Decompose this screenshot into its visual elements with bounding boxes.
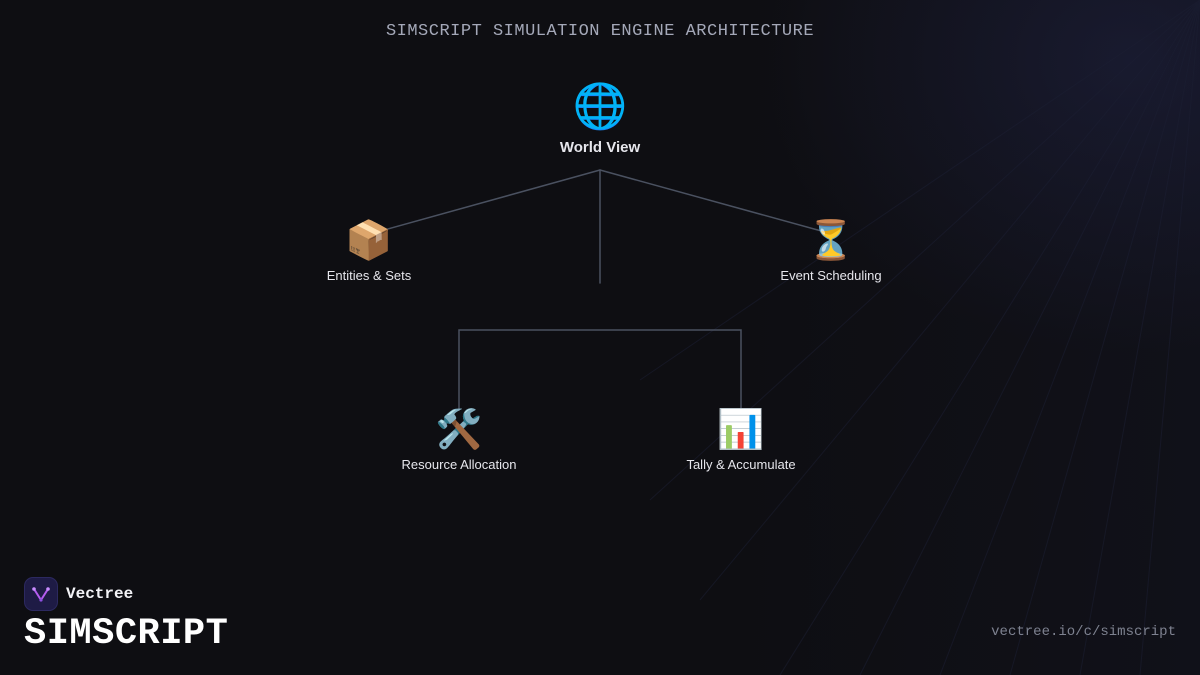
node-label-resource-allocation: Resource Allocation — [401, 457, 517, 472]
node-label-world-view: World View — [559, 139, 641, 156]
node-tally-accumulate[interactable]: 📊 Tally & Accumulate — [686, 411, 795, 472]
brand-row: Vectree — [24, 577, 228, 611]
node-resource-allocation[interactable]: 🛠️ Resource Allocation — [402, 411, 517, 472]
node-entities-sets[interactable]: 📦 Entities & Sets — [327, 222, 412, 283]
hourglass-icon: ⏳ — [807, 220, 855, 262]
edge-world-view-event-scheduling — [599, 169, 826, 233]
edge-branch-resource-tally — [458, 329, 742, 411]
node-label-event-scheduling: Event Scheduling — [780, 268, 882, 283]
package-icon: 📦 — [345, 220, 393, 262]
globe-icon: 🌐 — [572, 82, 628, 131]
node-label-entities-sets: Entities & Sets — [326, 268, 412, 283]
node-label-tally-accumulate: Tally & Accumulate — [686, 457, 796, 472]
edge-world-view-entities-sets — [376, 169, 601, 233]
node-world-view[interactable]: 🌐 World View — [559, 82, 641, 157]
footer-url[interactable]: vectree.io/c/simscript — [991, 624, 1176, 640]
diagram-title: SIMSCRIPT SIMULATION ENGINE ARCHITECTURE — [385, 22, 815, 41]
node-event-scheduling[interactable]: ⏳ Event Scheduling — [780, 222, 881, 283]
product-name: SIMSCRIPT — [24, 613, 229, 655]
vectree-logo-icon — [24, 577, 58, 611]
brand-block: Vectree SIMSCRIPT — [24, 577, 228, 655]
bar-chart-icon: 📊 — [717, 409, 765, 451]
vectree-logo-mark — [32, 587, 50, 602]
tools-icon: 🛠️ — [435, 409, 483, 451]
brand-name: Vectree — [66, 585, 134, 603]
